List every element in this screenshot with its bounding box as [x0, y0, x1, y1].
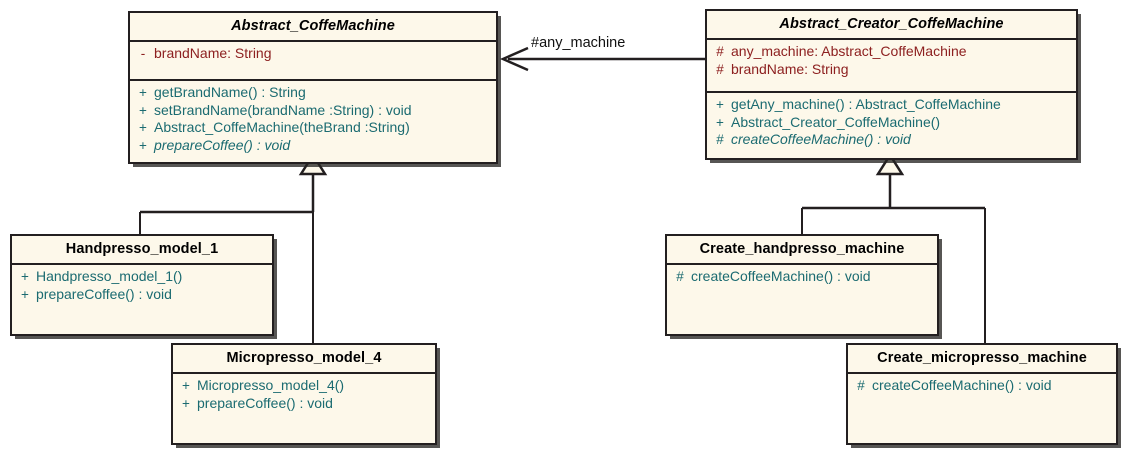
class-name-create-handpresso-machine: Create_handpresso_machine — [699, 241, 905, 257]
method-text: Micropresso_model_4() — [197, 377, 345, 393]
visibility-marker: - — [140, 46, 146, 61]
class-box-create-handpresso-machine[interactable]: Create_handpresso_machine # createCoffee… — [665, 234, 939, 336]
visibility-marker: + — [182, 378, 190, 393]
method-text: prepareCoffee() : void — [197, 394, 333, 411]
method-text: createCoffeeMachine() : void — [872, 377, 1052, 393]
class-divider — [130, 40, 496, 42]
class-name-abstract-creator-coffemachine: Abstract_Creator_CoffeMachine — [779, 16, 1004, 32]
class-name-micropresso-model-4: Micropresso_model_4 — [226, 350, 382, 366]
method-text: prepareCoffee() : void — [154, 136, 291, 153]
association-label-any-machine: #any_machine — [531, 35, 626, 51]
attribute-row: # any_machine: Abstract_CoffeMachine — [709, 43, 1074, 61]
methods-section: + Handpresso_model_1() + prepareCoffee()… — [12, 265, 272, 334]
methods-section: # createCoffeeMachine() : void — [848, 374, 1116, 443]
method-row: # createCoffeeMachine() : void — [709, 131, 1074, 149]
method-text: createCoffeeMachine() : void — [731, 131, 911, 147]
class-divider — [848, 372, 1116, 374]
method-text: getBrandName() : String — [154, 84, 306, 100]
class-name-handpresso-model-1: Handpresso_model_1 — [65, 241, 219, 257]
method-text: Handpresso_model_1() — [36, 268, 183, 284]
class-divider — [707, 91, 1076, 93]
attributes-section: - brandName: String — [130, 42, 496, 79]
class-divider — [667, 263, 937, 265]
visibility-marker: + — [139, 102, 147, 118]
methods-section: # createCoffeeMachine() : void — [667, 265, 937, 334]
attributes-section: # any_machine: Abstract_CoffeMachine # b… — [707, 40, 1076, 91]
method-text: Abstract_CoffeMachine(theBrand :String) — [154, 119, 410, 135]
visibility-marker: + — [716, 114, 724, 130]
visibility-marker: + — [139, 85, 147, 100]
inheritance-triangle-left — [298, 152, 328, 176]
generalization-right-tree — [801, 152, 986, 344]
visibility-marker: + — [139, 137, 147, 153]
attribute-text: brandName: String — [154, 45, 272, 61]
method-row: + prepareCoffee() : void — [175, 395, 433, 413]
visibility-marker: + — [21, 269, 29, 284]
methods-section: + getBrandName() : String + setBrandName… — [130, 81, 496, 162]
method-row: + Abstract_CoffeMachine(theBrand :String… — [132, 119, 494, 137]
visibility-marker: + — [716, 97, 724, 112]
visibility-marker: # — [716, 132, 724, 147]
visibility-marker: # — [716, 61, 724, 77]
method-row: + prepareCoffee() : void — [14, 286, 270, 304]
generalization-left-tree — [139, 152, 328, 344]
method-row: + getBrandName() : String — [132, 84, 494, 102]
class-divider — [707, 38, 1076, 40]
method-text: createCoffeeMachine() : void — [691, 268, 871, 284]
visibility-marker: + — [182, 395, 190, 411]
attribute-text: any_machine: Abstract_CoffeMachine — [731, 43, 967, 59]
method-row: # createCoffeeMachine() : void — [669, 268, 935, 286]
class-box-abstract-creator-coffemachine[interactable]: Abstract_Creator_CoffeMachine # any_mach… — [705, 9, 1078, 160]
class-box-micropresso-model-4[interactable]: Micropresso_model_4 + Micropresso_model_… — [171, 343, 437, 445]
method-text: prepareCoffee() : void — [36, 285, 172, 302]
methods-section: + Micropresso_model_4() + prepareCoffee(… — [173, 374, 435, 443]
visibility-marker: # — [857, 378, 865, 393]
method-row: + Handpresso_model_1() — [14, 268, 270, 286]
inheritance-triangle-right — [875, 152, 905, 176]
method-row: + Micropresso_model_4() — [175, 377, 433, 395]
class-divider — [12, 263, 272, 265]
class-box-abstract-coffemachine[interactable]: Abstract_CoffeMachine - brandName: Strin… — [128, 11, 498, 164]
method-row: + getAny_machine() : Abstract_CoffeMachi… — [709, 96, 1074, 114]
attribute-row: - brandName: String — [132, 45, 494, 63]
visibility-marker: + — [21, 286, 29, 302]
class-box-handpresso-model-1[interactable]: Handpresso_model_1 + Handpresso_model_1(… — [10, 234, 274, 336]
visibility-marker: # — [676, 269, 684, 284]
visibility-marker: + — [139, 120, 147, 135]
class-divider — [130, 79, 496, 81]
visibility-marker: # — [716, 44, 724, 59]
attribute-row: # brandName: String — [709, 61, 1074, 79]
association-any-machine — [499, 46, 705, 72]
class-divider — [173, 372, 435, 374]
attribute-text: brandName: String — [731, 60, 849, 77]
method-row: + setBrandName(brandName :String) : void — [132, 102, 494, 120]
class-box-create-micropresso-machine[interactable]: Create_micropresso_machine # createCoffe… — [846, 343, 1118, 445]
class-name-abstract-coffemachine: Abstract_CoffeMachine — [231, 18, 395, 34]
method-text: Abstract_Creator_CoffeMachine() — [731, 113, 941, 130]
method-row: + prepareCoffee() : void — [132, 137, 494, 155]
methods-section: + getAny_machine() : Abstract_CoffeMachi… — [707, 93, 1076, 158]
method-text: getAny_machine() : Abstract_CoffeMachine — [731, 96, 1001, 112]
method-row: # createCoffeeMachine() : void — [850, 377, 1114, 395]
method-text: setBrandName(brandName :String) : void — [154, 101, 412, 118]
class-name-create-micropresso-machine: Create_micropresso_machine — [877, 350, 1087, 366]
method-row: + Abstract_Creator_CoffeMachine() — [709, 114, 1074, 132]
